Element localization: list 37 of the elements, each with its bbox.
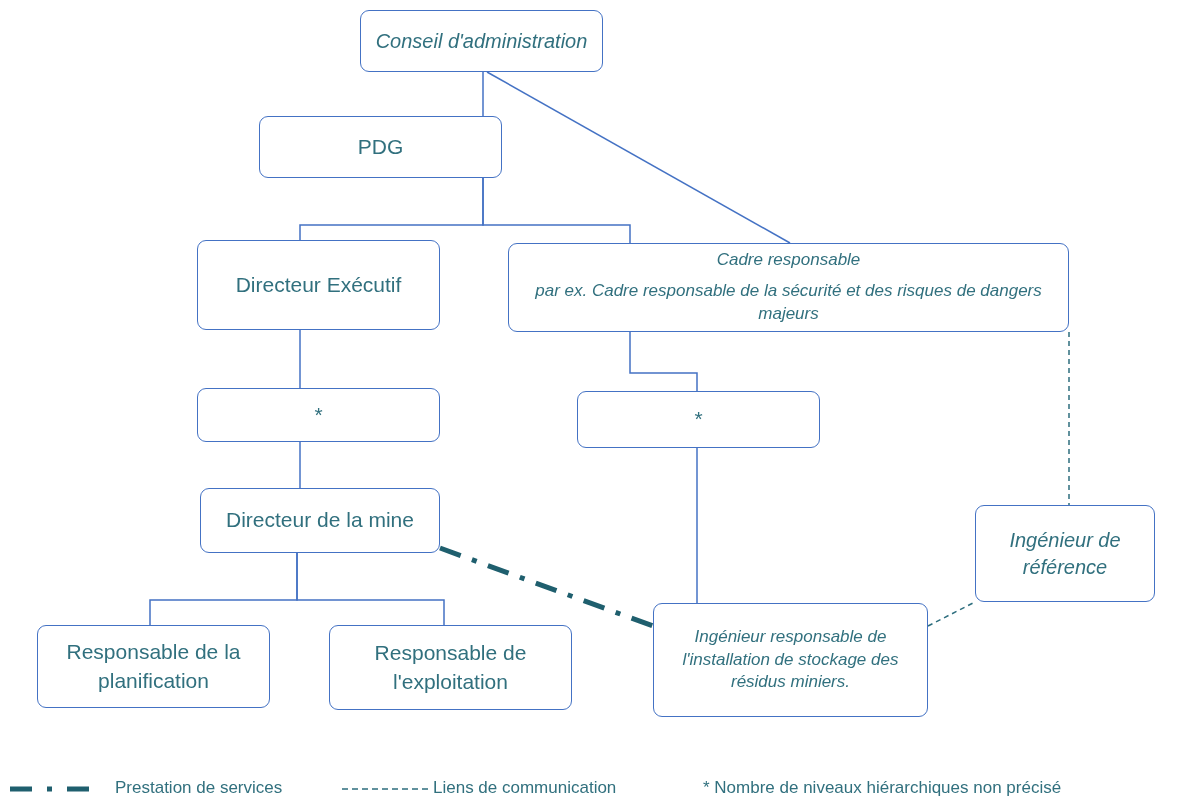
role-title: Responsable de la planification [65,639,242,694]
org-box [37,625,270,708]
dashed-line [1068,331,1070,506]
legend-label: Prestation de services [115,778,283,798]
role-title: Ingénieur de référence [1008,527,1122,580]
org-box [197,388,440,442]
dash-dot-line [439,545,654,629]
role-title: * [694,406,703,433]
role-title: PDG [357,133,404,160]
connector-line [629,331,698,392]
org-box [653,603,928,717]
connector-line [299,441,301,489]
role-title: Directeur Exécutif [235,271,402,298]
role-title: Conseil d'administration [375,28,588,54]
dashed-line [927,601,976,627]
role-title: Ingénieur responsable de l'installation de stockage des résidus miniers. [681,625,900,694]
role-title: Responsable de l'exploitation [373,640,528,695]
connector-line [696,447,698,604]
connector-line [296,552,445,626]
org-box [360,10,603,72]
role-title: Cadre responsable [716,249,861,272]
org-box [200,488,440,553]
connector-line [299,329,301,389]
connector-line [482,177,631,244]
org-box [197,240,440,330]
role-title: * [314,401,323,428]
org-box [508,243,1069,332]
legend-label: Liens de communication [433,778,617,798]
role-title: Directeur de la mine [226,507,414,534]
footnote: * Nombre de niveaux hiérarchiques non précisé [703,778,1062,798]
org-box [975,505,1155,602]
org-box [329,625,572,710]
connector-line [486,71,791,244]
org-box [259,116,502,178]
role-description: par ex. Cadre responsable de la sécurité et des risques de dangers majeurs [534,280,1043,325]
org-box [577,391,820,448]
connector-line [482,71,484,117]
